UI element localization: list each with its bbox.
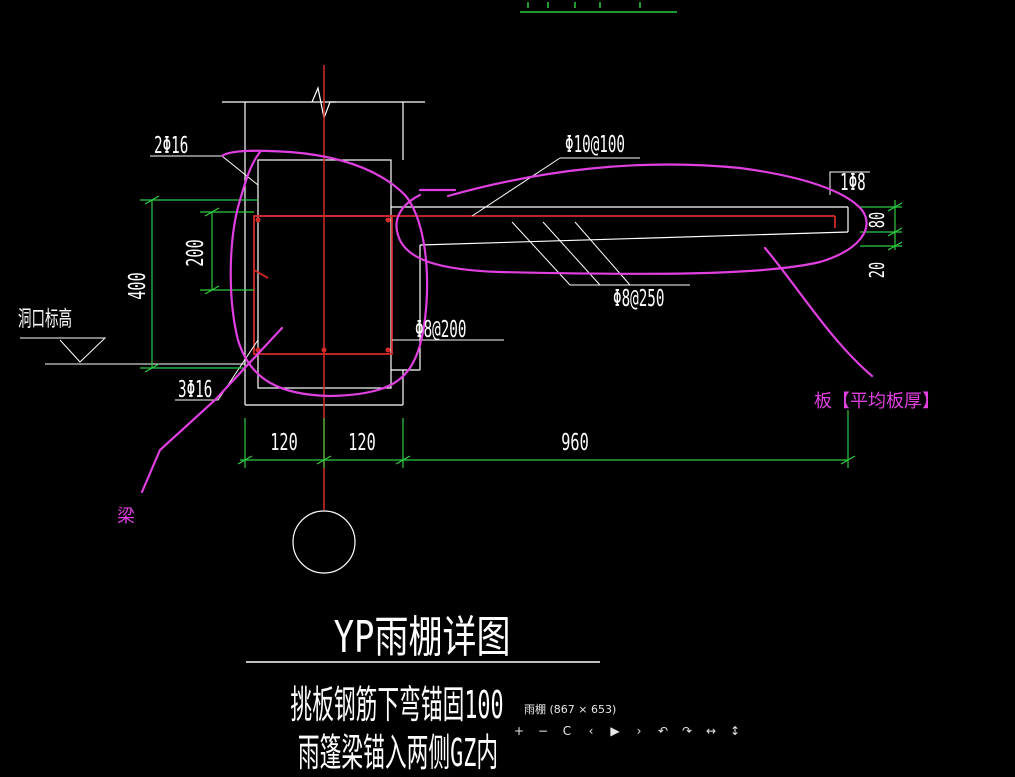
dim-slab-tip: 20 <box>866 262 890 278</box>
label-bench: 洞口标高 <box>18 307 72 332</box>
leader-lines <box>20 155 870 401</box>
label-slab-end: 1Φ8 <box>840 170 866 196</box>
rotate-right-button[interactable]: ↷ <box>678 722 696 740</box>
chevron-right-icon: › <box>636 724 642 738</box>
rebar-dots <box>255 217 391 353</box>
flip-v-button[interactable]: ↕ <box>726 722 744 740</box>
play-button[interactable]: ▶ <box>606 722 624 740</box>
dim-slab-thick: 80 <box>866 212 890 228</box>
flip-vertical-icon: ↕ <box>729 724 741 738</box>
reset-button[interactable]: C <box>558 722 576 740</box>
viewer-toolbar: +−C ‹ ▶ › ↶ ↷ ↔ ↕ <box>510 722 744 740</box>
rotate-left-button[interactable]: ↶ <box>654 722 672 740</box>
zoom-out-button[interactable]: − <box>534 722 552 740</box>
beam-annotation-loop <box>140 149 429 494</box>
centerline <box>292 65 356 574</box>
dim-beam-height: 400 <box>124 272 151 299</box>
cut-off-title <box>520 2 677 13</box>
beam-annotation-label: 梁 <box>117 506 135 527</box>
next-button[interactable]: › <box>630 722 648 740</box>
minus-icon: − <box>537 724 549 738</box>
play-icon: ▶ <box>610 724 620 738</box>
image-caption: 雨棚 (867 × 653) <box>524 703 617 716</box>
note-line-2: 雨篷梁锚入两侧GZ内 <box>298 732 498 776</box>
dimension-lines <box>140 195 903 468</box>
flip-h-button[interactable]: ↔ <box>702 722 720 740</box>
rebar-group <box>253 215 836 355</box>
label-slab-top: Φ10@100 <box>565 132 625 158</box>
beam-slab-outline <box>244 159 849 406</box>
prev-button[interactable]: ‹ <box>582 722 600 740</box>
reset-icon: C <box>562 724 572 738</box>
label-stirrups: Φ8@200 <box>415 317 466 343</box>
label-slab-dist: Φ8@250 <box>613 286 664 312</box>
section-title: YP雨棚详图 <box>334 613 511 663</box>
slab-annotation-label: 板【平均板厚】 <box>814 391 940 412</box>
dim-inner-height: 200 <box>182 239 209 266</box>
chevron-left-icon: ‹ <box>588 724 594 738</box>
slab-annotation-loop <box>395 163 874 378</box>
rotate-left-icon: ↶ <box>657 724 669 738</box>
dim-right-half: 120 <box>348 429 375 456</box>
flip-horizontal-icon: ↔ <box>705 724 717 738</box>
note-line-1: 挑板钢筋下弯锚固100 <box>290 684 503 728</box>
axis-bubble <box>292 510 356 574</box>
dim-cantilever: 960 <box>561 429 588 456</box>
plus-icon: + <box>513 724 525 738</box>
label-bottom-bars: 3Φ16 <box>178 377 212 403</box>
rotate-right-icon: ↷ <box>681 724 693 738</box>
label-top-bars: 2Φ16 <box>154 133 188 159</box>
dim-left-half: 120 <box>270 429 297 456</box>
zoom-in-button[interactable]: + <box>510 722 528 740</box>
stirrup <box>253 215 393 355</box>
